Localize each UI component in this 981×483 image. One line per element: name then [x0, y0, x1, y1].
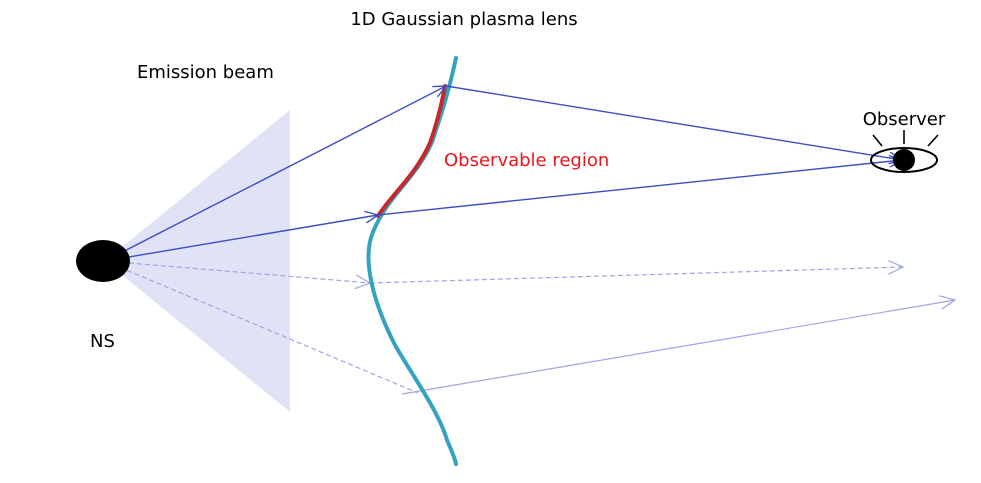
neutron-star-dot — [76, 240, 130, 282]
faint-ray-1-in — [104, 260, 370, 283]
emission-beam-label: Emission beam — [137, 62, 274, 83]
faint-ray-1-out — [369, 267, 903, 284]
source-label: NS — [90, 331, 115, 352]
ray-upper-out — [445, 85, 902, 160]
emission-beam-cone — [105, 110, 290, 412]
faint-ray-2-in — [104, 260, 419, 394]
ray-upper-in — [104, 86, 446, 262]
observable-region-label: Observable region — [444, 150, 609, 171]
diagram-title: 1D Gaussian plasma lens — [350, 9, 577, 30]
ray-lower-in — [104, 215, 378, 262]
eye-icon — [870, 130, 939, 173]
observer-label: Observer — [863, 109, 946, 130]
observable-region-segment — [376, 84, 447, 218]
faint-ray-2-out — [401, 300, 955, 395]
ray-lower-out — [377, 160, 902, 216]
